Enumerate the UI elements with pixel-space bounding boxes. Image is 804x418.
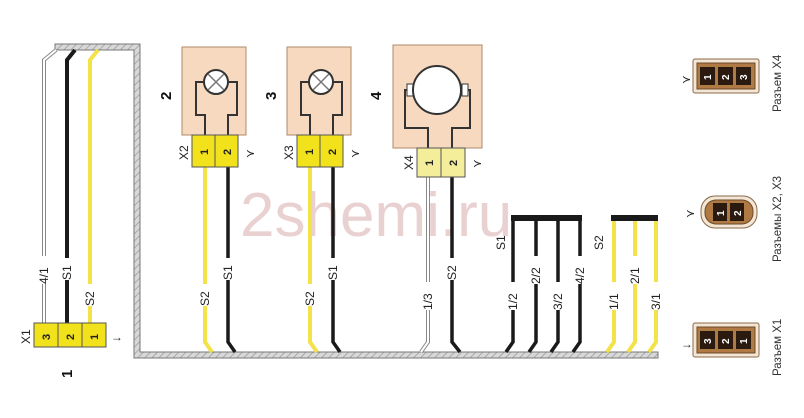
svg-text:3: 3 <box>41 334 53 340</box>
component-wire-labels: S2 S1 S2 S1 1/3 S2 <box>198 258 459 310</box>
svg-text:3: 3 <box>739 74 750 80</box>
svg-text:1: 1 <box>703 74 714 80</box>
component-wires <box>203 167 462 354</box>
legend-connector-x4: ⋎ 1 2 3 Разъем X4 <box>679 54 784 112</box>
x1-wires <box>42 48 100 323</box>
watermark: 2shemi.ru <box>240 181 512 250</box>
svg-text:3/2: 3/2 <box>551 293 565 310</box>
socket-icon: ⋎ <box>243 149 257 158</box>
svg-text:2/2: 2/2 <box>529 267 543 284</box>
component-4-motor <box>392 44 483 149</box>
svg-text:2: 2 <box>448 160 460 166</box>
socket-icon: ⋎ <box>348 149 362 158</box>
socket-icon: ⋎ <box>470 159 484 168</box>
svg-text:3/1: 3/1 <box>649 293 663 310</box>
svg-text:1: 1 <box>716 210 727 216</box>
socket-icon: ⋎ <box>683 209 697 218</box>
svg-text:1: 1 <box>424 160 436 166</box>
wiring-harness <box>54 43 659 359</box>
svg-text:1: 1 <box>199 149 211 155</box>
x1-wire-labels: 4/1 S1 S2 <box>37 256 97 306</box>
wire-label: S1 <box>60 265 74 280</box>
splice-label: S1 <box>494 235 508 250</box>
svg-text:4/2: 4/2 <box>573 267 587 284</box>
svg-text:S1: S1 <box>221 265 235 280</box>
plug-arrow-icon: ↓ <box>109 336 123 342</box>
connector-label: X1 <box>19 329 33 344</box>
connector-x4: 1 2 X4 ⋎ <box>402 147 484 178</box>
svg-text:2/1: 2/1 <box>628 267 642 284</box>
svg-text:1: 1 <box>304 149 316 155</box>
component-2-lamp <box>181 46 247 136</box>
svg-text:1/1: 1/1 <box>607 293 621 310</box>
svg-text:S1: S1 <box>326 265 340 280</box>
svg-text:S2: S2 <box>303 291 317 306</box>
wire-label: S2 <box>83 291 97 306</box>
legend-connector-x1: ↓ 3 2 1 Разъем X1 <box>679 319 784 376</box>
splice-label: S2 <box>592 235 606 250</box>
svg-text:1: 1 <box>89 334 101 340</box>
svg-text:S2: S2 <box>445 265 459 280</box>
svg-text:2: 2 <box>222 149 234 155</box>
svg-text:3: 3 <box>703 338 714 344</box>
connector-label: X3 <box>282 145 296 160</box>
legend-caption: Разъем X1 <box>772 319 784 376</box>
svg-text:2: 2 <box>733 210 744 216</box>
legend-connector-x2-x3: ⋎ 1 2 Разъемы X2, X3 <box>683 176 784 262</box>
connector-x3: 1 2 X3 ⋎ <box>282 134 362 168</box>
legend-caption: Разъем X4 <box>772 54 784 112</box>
wire-label: 4/1 <box>37 267 51 284</box>
component-number: 2 <box>158 92 175 100</box>
connector-x1: 3 2 1 X1 ↓ <box>19 322 123 348</box>
svg-text:2: 2 <box>721 74 732 80</box>
connector-label: X2 <box>177 145 191 160</box>
svg-text:1: 1 <box>739 338 750 344</box>
socket-icon: ⋎ <box>679 75 693 84</box>
svg-text:1/2: 1/2 <box>506 293 520 310</box>
splice-s1: S1 1/2 2/2 3/2 4/2 <box>494 215 587 354</box>
connector-x2: 1 2 X2 ⋎ <box>177 134 257 168</box>
legend-caption: Разъемы X2, X3 <box>772 176 784 262</box>
plug-arrow-icon: ↓ <box>679 343 693 349</box>
svg-text:2: 2 <box>65 334 77 340</box>
component-number: 3 <box>263 92 280 100</box>
component-3-lamp <box>286 46 352 136</box>
svg-text:2: 2 <box>721 338 732 344</box>
splice-s2: S2 1/1 2/1 3/1 <box>592 215 663 354</box>
connector-label: X4 <box>402 155 416 170</box>
svg-text:1/3: 1/3 <box>421 293 435 310</box>
svg-text:S2: S2 <box>198 291 212 306</box>
svg-text:2: 2 <box>327 149 339 155</box>
component-number: 1 <box>59 370 76 378</box>
component-number: 4 <box>368 91 385 100</box>
